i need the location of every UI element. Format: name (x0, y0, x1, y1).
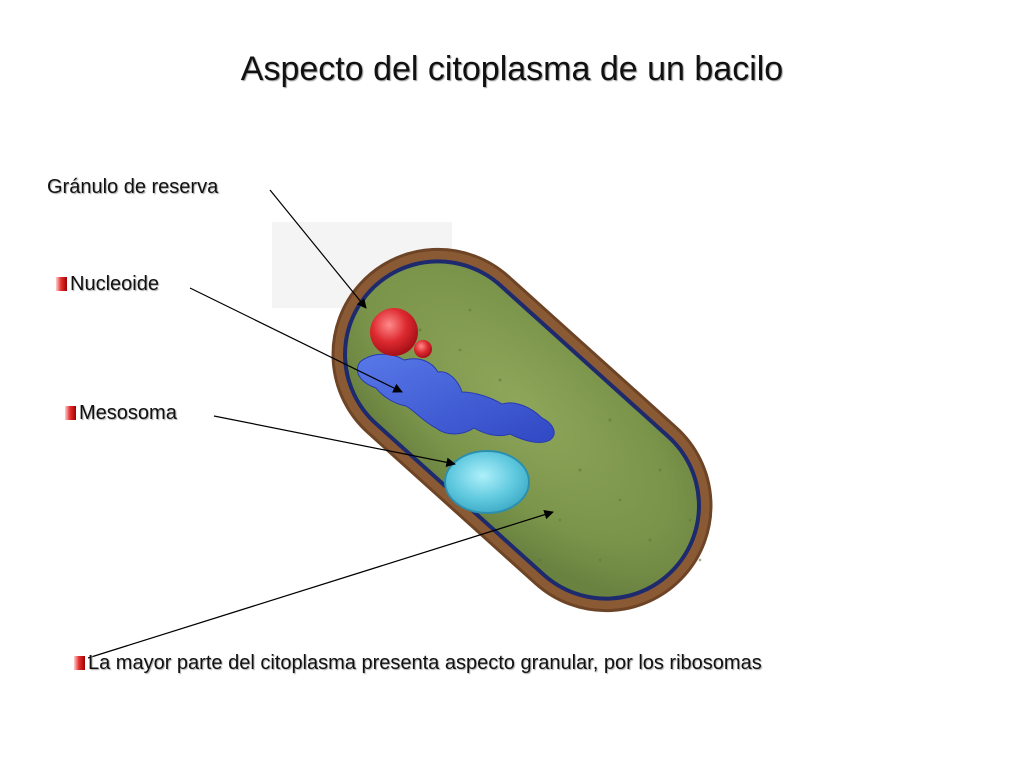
label-citoplasma: La mayor parte del citoplasma presenta a… (74, 652, 762, 675)
reserve-granule-large (370, 308, 418, 356)
reserve-granule-small (414, 340, 432, 358)
mesosome (444, 450, 530, 514)
label-granulo: Gránulo de reserva (47, 176, 218, 199)
label-granulo-text: Gránulo de reserva (47, 176, 219, 198)
pointer-mesosoma (213, 415, 456, 468)
bullet-icon (74, 656, 85, 670)
label-citoplasma-text: La mayor parte del citoplasma presenta a… (88, 652, 762, 674)
pointer-nucleoide (189, 287, 403, 393)
nucleoid (356, 353, 555, 443)
label-mesosoma: Mesosoma (65, 402, 177, 425)
pointer-citoplasma (87, 510, 554, 659)
label-nucleoide: Nucleoide (56, 273, 159, 296)
label-nucleoide-text: Nucleoide (70, 273, 159, 295)
bullet-icon (56, 277, 67, 291)
ribosome-texture (378, 308, 702, 562)
slide-title: Aspecto del citoplasma de un bacilo (240, 50, 784, 88)
bullet-icon (65, 406, 76, 420)
label-mesosoma-text: Mesosoma (79, 402, 177, 424)
pointer-granulo (269, 189, 367, 309)
